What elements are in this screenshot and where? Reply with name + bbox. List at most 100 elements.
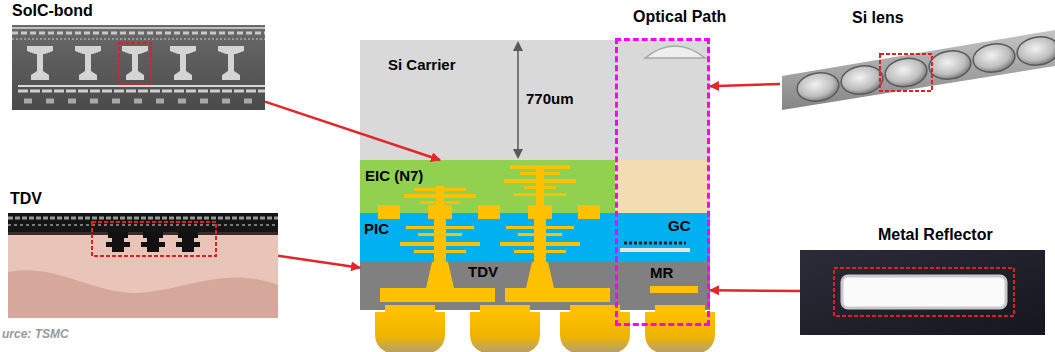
photo-panel: TDV	[8, 213, 278, 318]
bump-pad	[570, 305, 620, 312]
lens-dome	[971, 41, 1017, 75]
metal-bar	[524, 186, 556, 189]
layer-band: EIC (N7)	[360, 160, 710, 213]
panel-heading: SoIC-bond	[12, 2, 93, 20]
lens-dome	[839, 63, 885, 97]
bump-pad	[480, 305, 530, 312]
bond-pad	[428, 205, 452, 219]
bond-pad	[478, 205, 500, 219]
via-shape	[106, 232, 130, 252]
reflector-photo	[800, 250, 1045, 335]
solder-bump	[645, 312, 715, 352]
grating-teeth	[624, 242, 686, 245]
metal-bar	[514, 193, 566, 196]
metal-bar	[518, 233, 562, 236]
solder-bump	[470, 312, 540, 352]
metal-bar	[504, 179, 576, 183]
metal-line	[8, 224, 278, 226]
metal-column	[434, 219, 446, 262]
metal-bar	[414, 250, 466, 253]
metal-line	[12, 27, 265, 29]
panel-heading: TDV	[10, 190, 42, 208]
reflector-bar	[650, 286, 698, 293]
metal-line	[8, 217, 278, 220]
tdv-column	[526, 262, 554, 288]
layer-label: PIC	[364, 220, 389, 237]
solder-bump	[375, 312, 445, 352]
leader-arrow	[710, 84, 780, 86]
metal-bar	[404, 194, 476, 198]
redistribution-pad	[380, 288, 495, 302]
lens-dome	[1015, 34, 1055, 68]
grating-waveguide	[620, 248, 690, 252]
bond-pad	[378, 205, 400, 219]
layer-band: TDVMR	[360, 262, 710, 310]
bond-pillar	[218, 46, 244, 80]
lens-dome	[927, 48, 973, 82]
leader-arrow	[278, 256, 360, 268]
highlight-box	[119, 43, 151, 84]
reflector-plate	[842, 276, 1006, 308]
metal-bar	[414, 188, 466, 191]
bond-pad	[578, 205, 600, 219]
layer-label: GC	[668, 217, 691, 234]
metal-bar	[418, 233, 462, 236]
highlight-box	[92, 222, 216, 256]
optical-path-box: Optical Path	[615, 38, 710, 326]
solder-bump	[560, 312, 630, 352]
bond-pillar	[122, 46, 148, 80]
metal-bar	[510, 165, 570, 169]
bond-pad	[528, 205, 552, 219]
panel-heading: Metal Reflector	[878, 226, 993, 244]
photo-ground	[800, 250, 1045, 335]
metal-bar	[400, 242, 480, 246]
metal-bar	[520, 172, 560, 175]
layer-band: PIC GC	[360, 213, 710, 262]
dimension-head	[513, 41, 523, 51]
redistribution-pad	[505, 288, 610, 302]
tdv-photo	[8, 213, 278, 318]
photo-panel: Metal Reflector	[800, 250, 1045, 335]
carrier-fill	[360, 40, 710, 160]
photo-panel: SoIC-bond	[12, 25, 265, 110]
eic-window-fill	[615, 160, 710, 213]
cross-section	[360, 40, 715, 352]
metal-block	[24, 99, 265, 104]
tdv-column	[426, 262, 454, 288]
highlight-box	[880, 54, 932, 91]
dimension-label: 770um	[526, 90, 574, 107]
panel-heading: Si lens	[852, 9, 904, 27]
photo-panel: Si lens	[780, 30, 1055, 112]
label-layer: 770umurce: TSMC	[0, 0, 67, 17]
tdv-layer-fill	[360, 262, 710, 310]
metal-line	[12, 32, 265, 35]
metal-column	[534, 219, 546, 262]
dimension-head	[513, 149, 523, 159]
metal-bar	[500, 242, 580, 246]
leader-arrow	[710, 289, 800, 292]
metal-line	[18, 85, 265, 87]
bond-pillar	[170, 46, 196, 80]
lens-symbol	[645, 46, 705, 58]
pic-fill	[360, 213, 710, 262]
dimension-line	[517, 50, 519, 150]
via-shape	[176, 232, 200, 252]
lens-dome	[883, 55, 929, 89]
metal-line	[12, 38, 265, 40]
layer-label: MR	[650, 264, 673, 281]
photo-ground	[12, 25, 265, 110]
lens-strip	[782, 30, 1055, 110]
substrate-region	[8, 270, 278, 318]
layer-label: EIC (N7)	[365, 167, 423, 184]
bond-pillar	[27, 46, 53, 80]
bump-pad	[385, 305, 435, 312]
via-shape	[141, 232, 165, 252]
metal-line	[18, 90, 265, 93]
source-note: urce: TSMC	[2, 328, 69, 342]
lens-photo	[782, 30, 1055, 110]
metal-bar	[420, 201, 460, 204]
